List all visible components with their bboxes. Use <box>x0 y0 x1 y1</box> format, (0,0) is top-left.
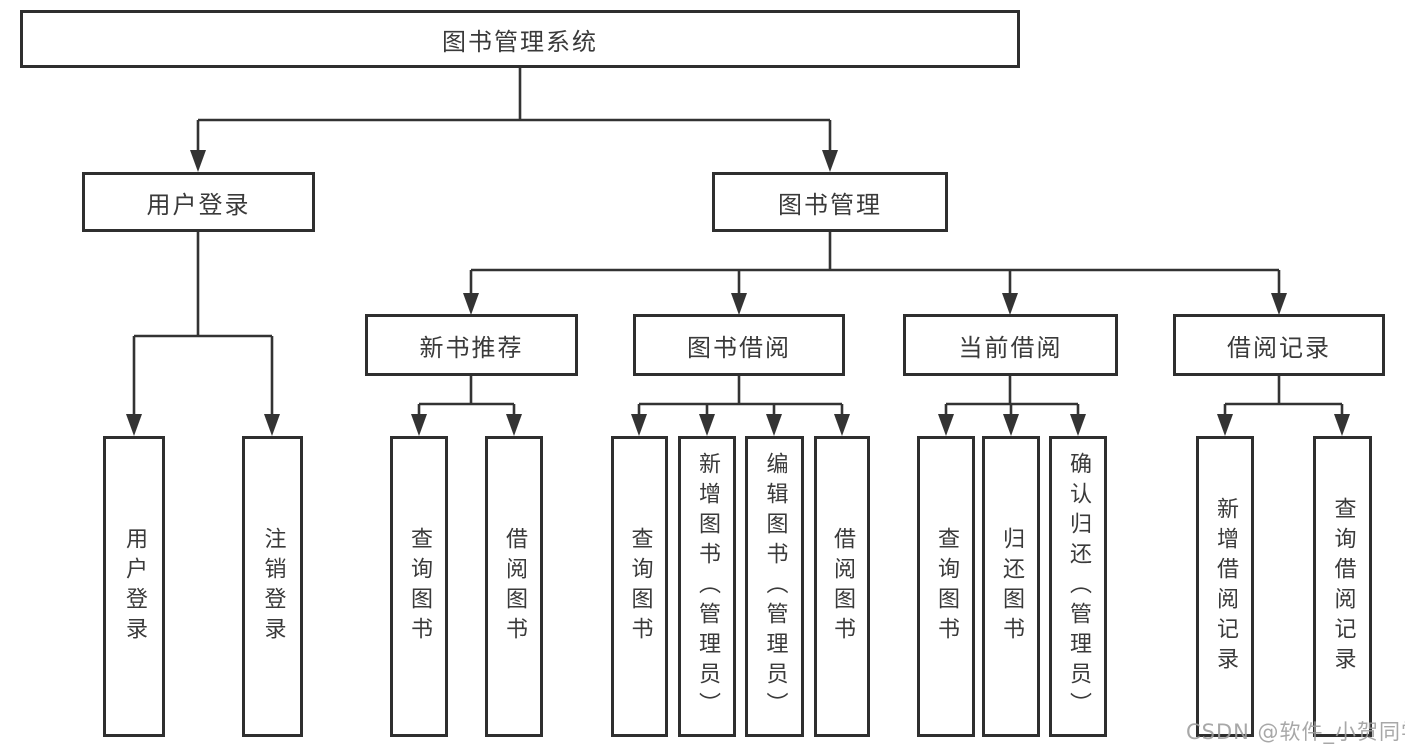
node-current-borrowing: 当前借阅 <box>903 314 1118 376</box>
node-book-management: 图书管理 <box>712 172 948 232</box>
leaf-add-books-admin: 新增图书（管理员） <box>678 436 736 737</box>
connector-borrow-record-to-leaves <box>1217 374 1350 436</box>
leaf-query-books-current: 查询图书 <box>917 436 975 737</box>
leaf-borrow-books-recommend: 借阅图书 <box>485 436 543 737</box>
leaf-query-books-recommend: 查询图书 <box>390 436 448 737</box>
node-new-book-recommend: 新书推荐 <box>365 314 578 376</box>
leaf-query-borrow-record: 查询借阅记录 <box>1313 436 1372 737</box>
connector-current-borrow-to-leaves <box>938 374 1086 436</box>
leaf-borrow-books: 借阅图书 <box>814 436 870 737</box>
connector-new-book-to-leaves <box>411 374 522 436</box>
node-user-login: 用户登录 <box>82 172 315 232</box>
csdn-watermark: CSDN @软件_小贺同学 <box>1186 720 1405 744</box>
connector-book-mgmt-to-level3 <box>463 232 1287 315</box>
leaf-edit-books-admin: 编辑图书（管理员） <box>745 436 804 737</box>
node-borrowing-records: 借阅记录 <box>1173 314 1385 376</box>
leaf-query-books-borrow: 查询图书 <box>611 436 668 737</box>
connector-user-login-to-leaves <box>126 232 280 436</box>
connector-root-to-level2 <box>190 68 838 172</box>
leaf-return-books: 归还图书 <box>982 436 1040 737</box>
node-library-management-system: 图书管理系统 <box>20 10 1020 68</box>
connector-book-borrow-to-leaves <box>631 374 850 436</box>
leaf-logout: 注销登录 <box>242 436 303 737</box>
leaf-confirm-return-admin: 确认归还（管理员） <box>1049 436 1107 737</box>
node-book-borrowing: 图书借阅 <box>633 314 845 376</box>
leaf-user-login: 用户登录 <box>103 436 165 737</box>
leaf-add-borrow-record: 新增借阅记录 <box>1196 436 1254 737</box>
